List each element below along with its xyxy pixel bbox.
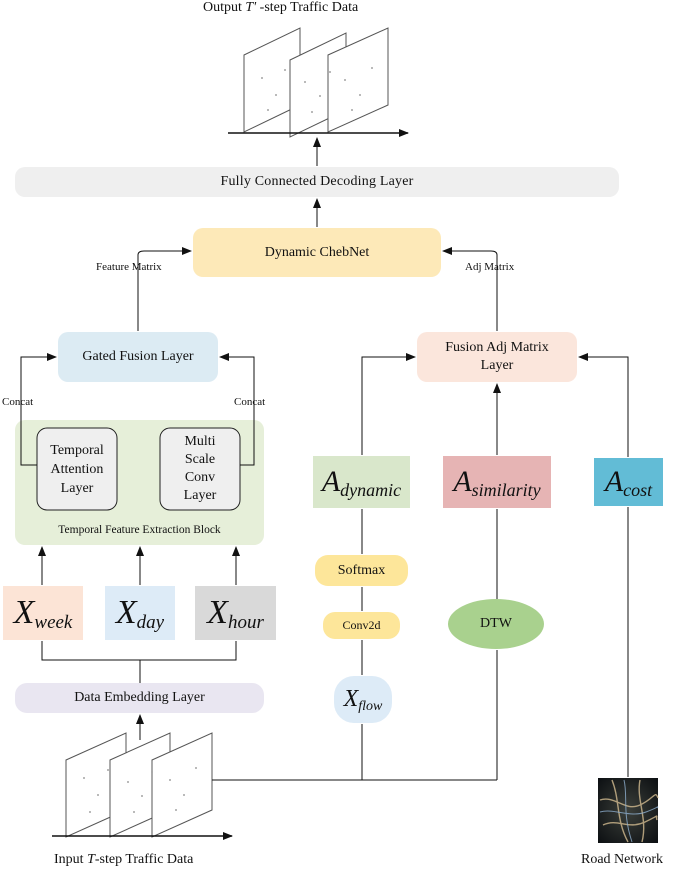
conv2d-box xyxy=(323,612,400,639)
data-embedding-box xyxy=(15,683,264,713)
input-title: Input T-step Traffic Data xyxy=(54,852,193,868)
x-day-box xyxy=(105,586,175,640)
input-frames xyxy=(65,732,213,838)
x-hour-base: X xyxy=(207,594,228,631)
temporal-attention-box xyxy=(36,427,118,511)
x-week-box xyxy=(3,586,83,640)
a-cost-base: A xyxy=(604,465,624,498)
fusion-adj-line2: Layer xyxy=(480,358,514,373)
conv2d-label: Conv2d xyxy=(342,618,381,632)
input-title-prefix: Input xyxy=(54,852,88,867)
temporal-attention-line2: Attention xyxy=(50,461,104,477)
x-flow-sub: flow xyxy=(358,698,383,714)
output-title-suffix: -step Traffic Data xyxy=(256,0,359,15)
a-similarity-sub: similarity xyxy=(471,479,541,500)
x-day-sub: day xyxy=(136,612,165,633)
input-title-var: T xyxy=(87,852,95,867)
x-hour-box xyxy=(195,586,276,640)
fusion-adj-box xyxy=(417,332,577,382)
fusion-adj-line1: Fusion Adj Matrix xyxy=(445,340,549,355)
concat-left-label: Concat xyxy=(2,396,34,408)
road-network-image xyxy=(598,778,659,843)
output-frame-dots xyxy=(261,67,373,113)
output-frames xyxy=(243,27,389,138)
input-frame-dots xyxy=(83,767,197,813)
a-dynamic-base: A xyxy=(321,465,341,498)
gated-fusion-box xyxy=(58,332,218,382)
x-week-base: X xyxy=(13,594,35,631)
a-dynamic-sub: dynamic xyxy=(340,479,402,500)
a-dynamic-box xyxy=(313,456,410,508)
fc-decoding-label: Fully Connected Decoding Layer xyxy=(220,174,414,189)
fc-decoding-box xyxy=(15,167,619,197)
dtw-label: DTW xyxy=(480,616,512,631)
output-title: Output T' -step Traffic Data xyxy=(203,0,358,16)
input-title-suffix: -step Traffic Data xyxy=(94,852,194,867)
chebnet-label: Dynamic ChebNet xyxy=(264,244,370,260)
adj-matrix-label: Adj Matrix xyxy=(465,261,515,273)
road-network-label: Road Network xyxy=(581,852,664,867)
dtw-ellipse xyxy=(448,599,544,649)
x-day-base: X xyxy=(115,594,137,631)
temporal-attention-line1: Temporal xyxy=(50,442,104,458)
softmax-box xyxy=(315,555,408,586)
fusion-adj-label: Fusion Adj Matrix Layer xyxy=(417,332,577,382)
x-hour-sub: hour xyxy=(227,612,264,633)
chebnet-box xyxy=(193,228,441,277)
gated-fusion-label: Gated Fusion Layer xyxy=(82,349,194,364)
temporal-attention-line3: Layer xyxy=(60,480,94,496)
concat-right-label: Concat xyxy=(234,396,266,408)
a-cost-sub: cost xyxy=(623,479,653,500)
feature-matrix-label: Feature Matrix xyxy=(96,261,162,273)
softmax-label: Softmax xyxy=(337,562,386,578)
output-title-var: T' xyxy=(245,0,257,15)
output-title-prefix: Output xyxy=(203,0,246,15)
multi-scale-conv-label: Multi Scale Conv Layer xyxy=(160,428,240,510)
multi-scale-conv-line3: Conv xyxy=(184,470,216,485)
a-cost-box xyxy=(594,458,663,506)
multi-scale-conv-line1: Multi xyxy=(184,434,216,449)
multi-scale-conv-line2: Scale xyxy=(184,452,216,467)
temporal-block-label: Temporal Feature Extraction Block xyxy=(58,524,221,536)
a-similarity-base: A xyxy=(453,465,472,498)
multi-scale-conv-box xyxy=(159,427,241,511)
temporal-attention-label: Temporal Attention Layer xyxy=(37,428,117,510)
x-flow-box xyxy=(334,676,392,723)
x-flow-base: X xyxy=(343,686,359,712)
x-week-sub: week xyxy=(34,612,73,633)
multi-scale-conv-line4: Layer xyxy=(183,488,217,503)
connectors xyxy=(20,137,629,781)
a-similarity-box xyxy=(443,456,551,508)
data-embedding-label: Data Embedding Layer xyxy=(74,690,205,705)
